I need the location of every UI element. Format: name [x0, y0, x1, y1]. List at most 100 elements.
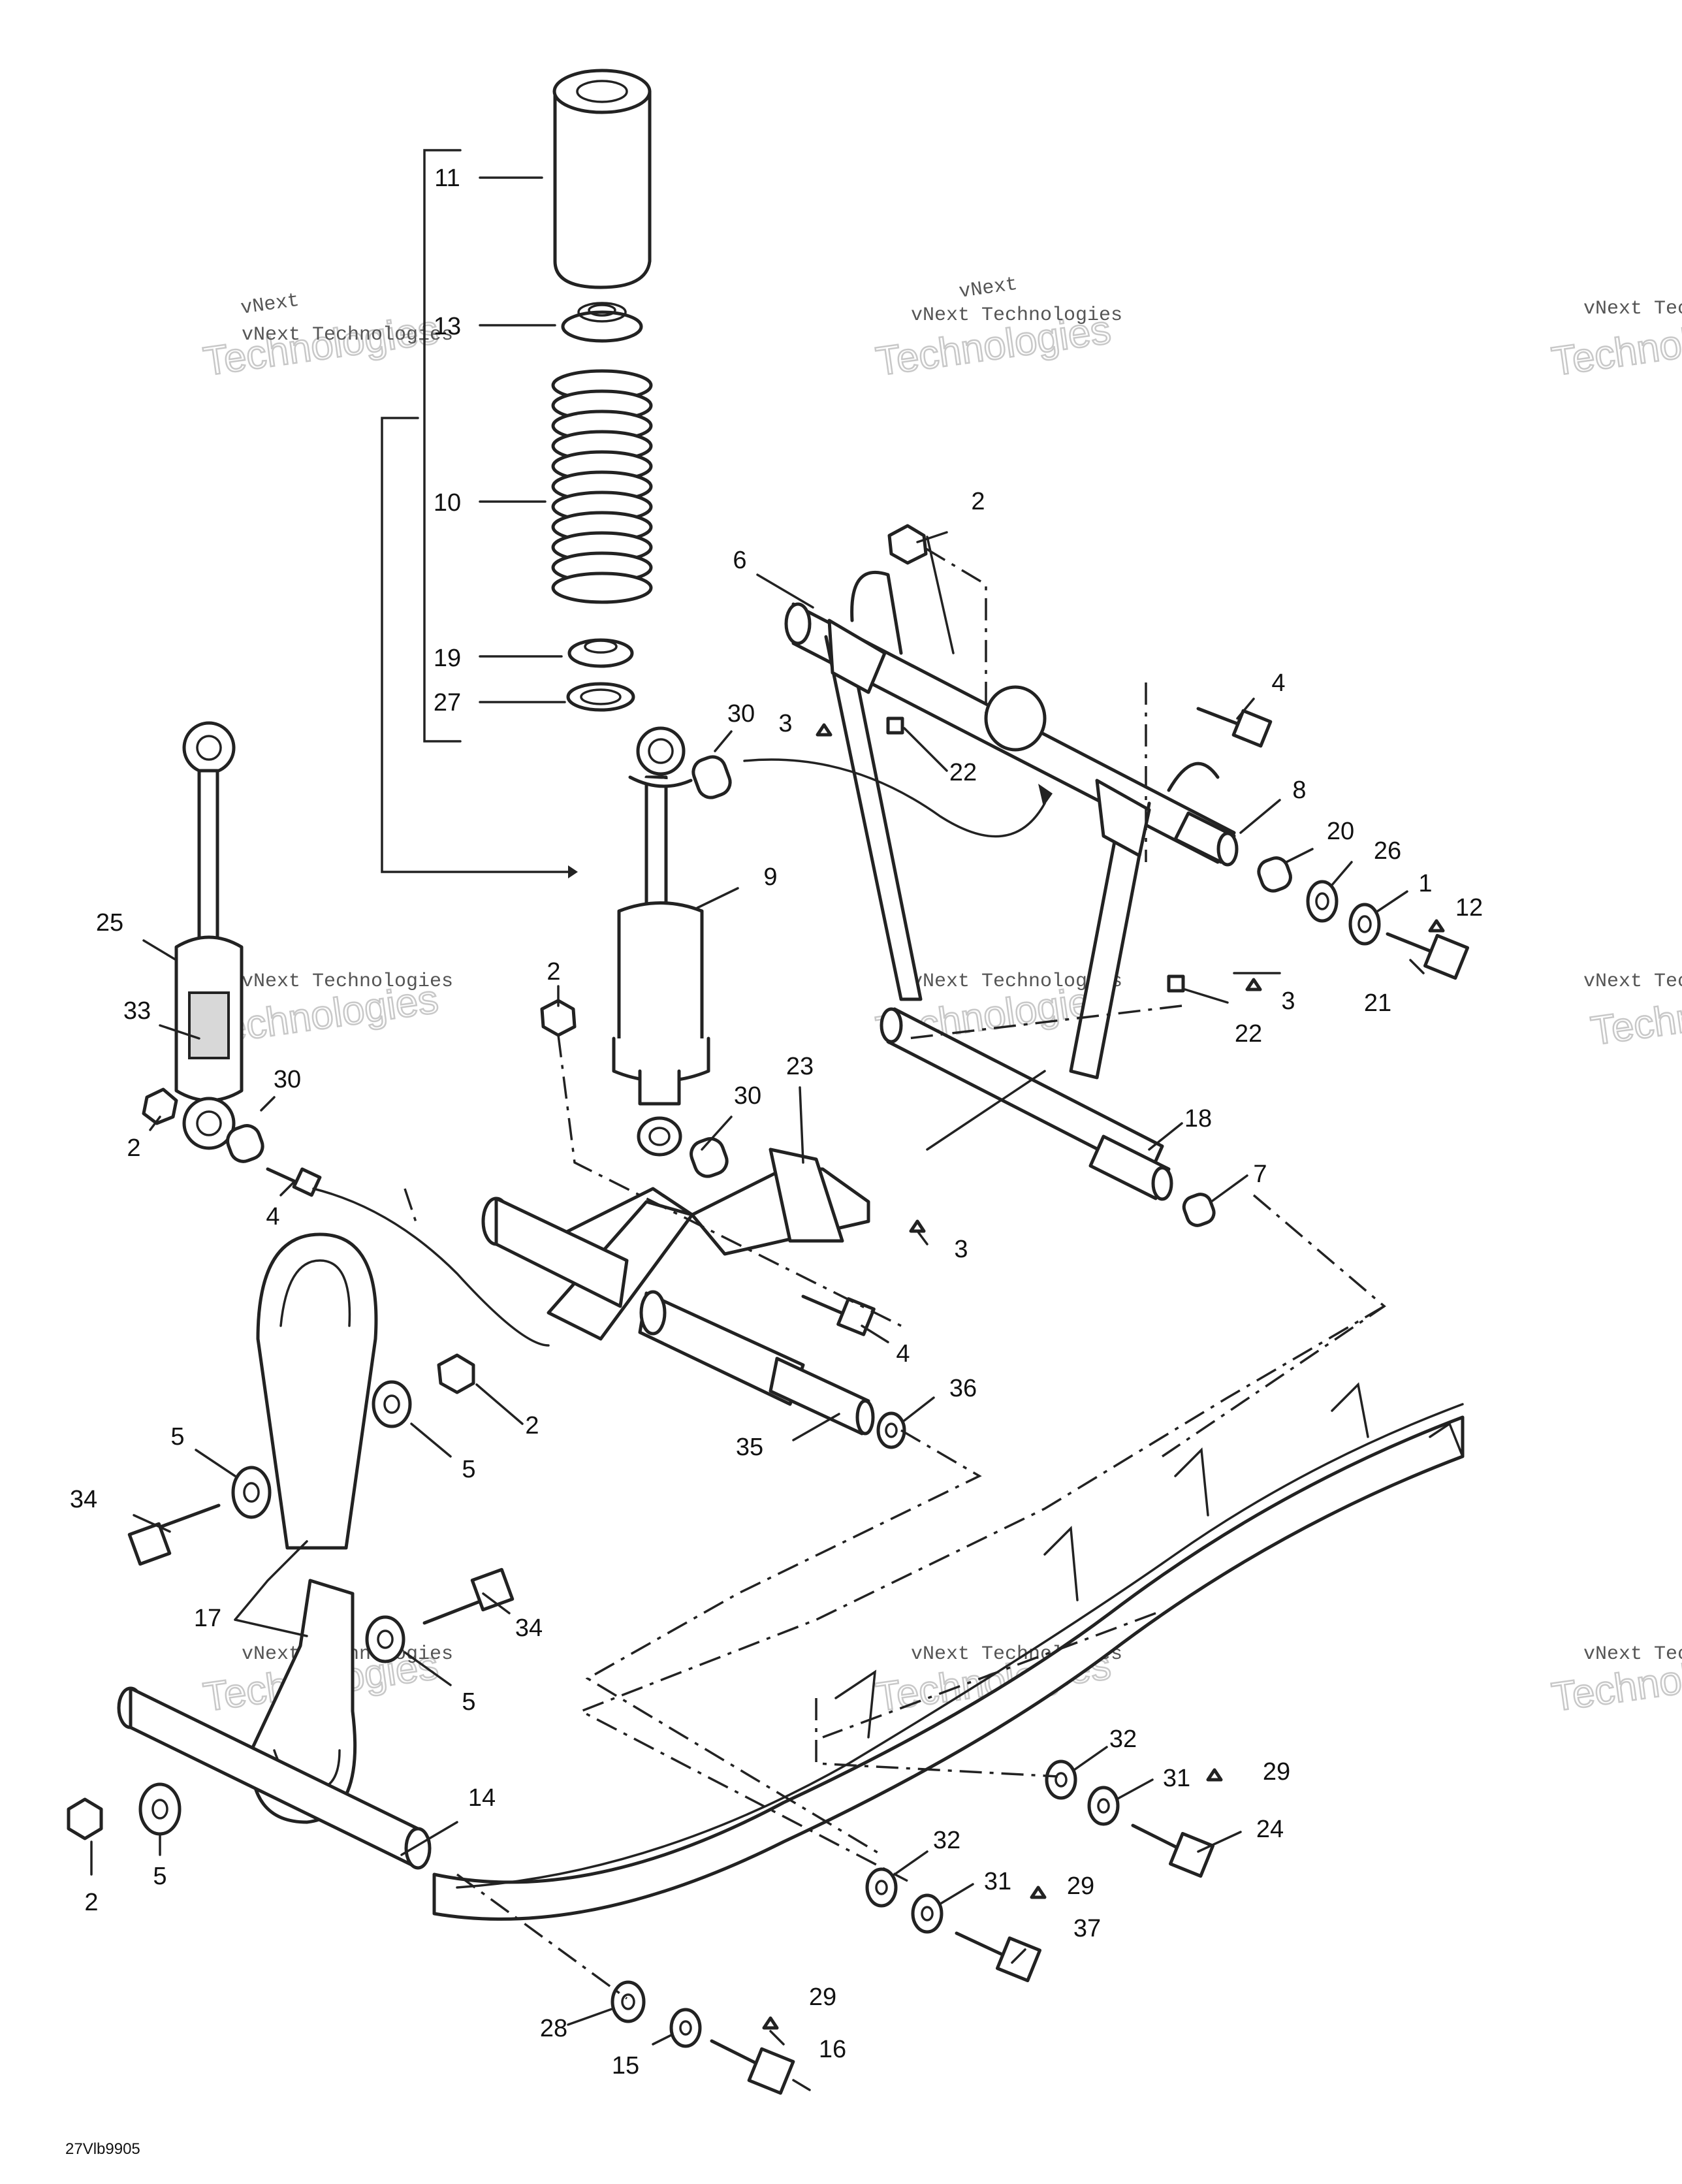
bolt-4 [1196, 707, 1273, 748]
washer-26 [1306, 880, 1339, 923]
grease-cap-3 [909, 1219, 926, 1233]
diagram-code: 27Vlb9905 [65, 2140, 140, 2158]
callout-15: 15 [612, 2052, 639, 2080]
callout-34: 34 [515, 1614, 543, 1642]
washer-31 [911, 1893, 944, 1934]
washer-5 [372, 1380, 412, 1428]
callout-31: 31 [1163, 1765, 1190, 1792]
callout-18: 18 [1184, 1105, 1212, 1132]
bolt-21 [1386, 932, 1470, 980]
link-17 [249, 1232, 378, 1824]
watermark-top: vNext [240, 290, 301, 320]
callout-37: 37 [1073, 1915, 1101, 1942]
assembly-lines [404, 547, 1386, 2000]
callout-32: 32 [1109, 1726, 1137, 1753]
callout-27: 27 [434, 689, 461, 716]
rear-arm-6 [784, 570, 1239, 1201]
nut-2 [67, 1797, 103, 1840]
callout-5: 5 [462, 1456, 475, 1483]
callout-2: 2 [971, 488, 985, 515]
watermark: vNext Technologies [1583, 1643, 1682, 1665]
callout-29: 29 [1263, 1758, 1290, 1786]
callout-29: 29 [809, 1983, 836, 2011]
callout-5: 5 [170, 1423, 184, 1451]
bushing-30 [690, 1137, 729, 1178]
callout-5: 5 [153, 1863, 167, 1890]
watermark: vNext Technologies [242, 971, 453, 993]
callout-5: 5 [462, 1688, 475, 1716]
grease-fitting-22 [886, 716, 904, 735]
watermarks: Technologies vNext vNext Technologies Te… [200, 274, 1682, 1721]
assembly-brackets [381, 149, 578, 878]
callout-4: 4 [1271, 669, 1285, 697]
callout-4: 4 [266, 1203, 279, 1230]
washer-32 [1045, 1759, 1077, 1800]
callout-28: 28 [540, 2015, 567, 2042]
callout-34: 34 [70, 1486, 97, 1513]
shock-absorber-25 [174, 721, 244, 1150]
callout-31: 31 [984, 1868, 1011, 1895]
washer-31 [1087, 1786, 1120, 1826]
callout-12: 12 [1455, 894, 1483, 922]
callout-30: 30 [727, 700, 755, 728]
callout-22: 22 [949, 759, 977, 786]
callout-3: 3 [778, 710, 792, 737]
callout-25: 25 [96, 909, 123, 937]
washer-36 [876, 1411, 906, 1449]
callout-29: 29 [1067, 1872, 1094, 1900]
bushing-20 [1257, 856, 1292, 893]
cap-29 [762, 2016, 779, 2030]
callout-6: 6 [733, 547, 746, 574]
bolt-34 [127, 1503, 221, 1566]
washer-28 [611, 1980, 646, 2023]
callout-8: 8 [1292, 777, 1306, 804]
boot-11 [552, 69, 652, 289]
callout-23: 23 [786, 1053, 814, 1080]
callout-10: 10 [434, 489, 461, 517]
callout-7: 7 [1253, 1161, 1267, 1188]
callout-1: 1 [1418, 870, 1432, 897]
shaft-14 [117, 1686, 432, 1870]
assembly-arrows [312, 758, 1053, 1347]
cap-12 [1428, 919, 1445, 933]
spring-stopper-13 [561, 302, 643, 343]
callout-26: 26 [1374, 837, 1401, 865]
cap-29 [1206, 1768, 1223, 1782]
watermark: vNext Technologies [242, 324, 453, 346]
washer-27 [566, 682, 635, 712]
washer-1 [1348, 903, 1381, 946]
callout-3: 3 [954, 1236, 968, 1263]
bolt-37 [955, 1931, 1042, 1983]
front-arm-23 [481, 1148, 875, 1436]
nut-2 [887, 524, 928, 565]
washer-5 [231, 1466, 272, 1519]
bushing-30 [691, 755, 732, 799]
grease-cap-3 [816, 723, 833, 737]
nut-2 [142, 1087, 178, 1125]
cap-29 [1030, 1886, 1047, 1899]
callout-36: 36 [949, 1375, 977, 1402]
callout-11: 11 [434, 165, 460, 192]
callout-35: 35 [736, 1434, 763, 1461]
callout-14: 14 [468, 1784, 496, 1812]
callout-30: 30 [734, 1082, 761, 1110]
nut-2 [437, 1353, 475, 1394]
callout-2: 2 [525, 1412, 539, 1439]
watermark: vNext Technologies [1583, 971, 1682, 993]
grease-fitting-22 [1167, 974, 1185, 993]
spring-cup-19 [567, 638, 634, 668]
callout-33: 33 [123, 997, 151, 1025]
bushing-30 [226, 1124, 264, 1163]
watermark: vNext Technologies [911, 304, 1122, 327]
grease-cap-3 [1245, 978, 1262, 991]
callout-21: 21 [1364, 989, 1391, 1017]
spring-10 [551, 369, 653, 604]
callout-22: 22 [1235, 1020, 1262, 1048]
watermark: vNext Technologies [1583, 298, 1682, 320]
callouts: 11 13 10 19 27 30 9 30 25 33 30 2 4 2 2 … [70, 165, 1483, 2080]
washer-32 [865, 1867, 898, 1908]
callout-20: 20 [1327, 818, 1354, 845]
callout-24: 24 [1256, 1816, 1284, 1843]
callout-9: 9 [763, 863, 777, 891]
